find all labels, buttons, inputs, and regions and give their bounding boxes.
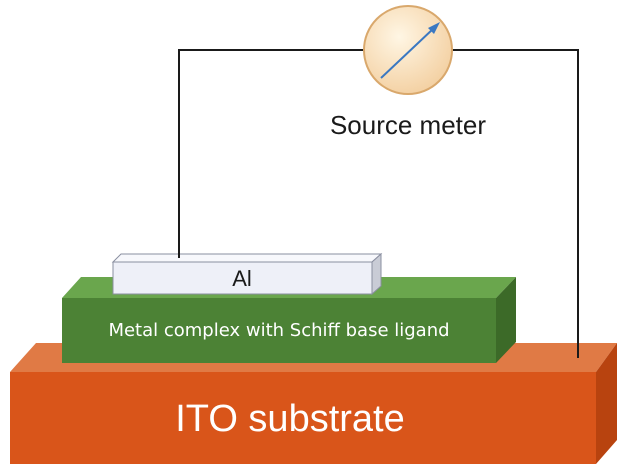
source-meter-needle-arrow-icon — [428, 22, 440, 34]
al-electrode-label: Al — [232, 266, 252, 291]
source-meter-needle — [380, 27, 435, 79]
ito-substrate-front — [10, 372, 596, 464]
circuit-wires — [178, 49, 579, 358]
metal-complex-layer: Metal complex with Schiff base ligand — [62, 277, 516, 363]
al-electrode-front — [112, 261, 373, 295]
metal-complex-layer-side — [496, 277, 516, 363]
source-meter-dial — [363, 5, 453, 95]
wire-left — [178, 49, 364, 258]
al-electrode-top — [111, 253, 383, 263]
wire-right — [452, 49, 579, 358]
metal-complex-layer-front — [62, 298, 496, 363]
metal-complex-layer-label: Metal complex with Schiff base ligand — [108, 320, 449, 341]
ito-substrate-side — [596, 343, 617, 464]
ito-substrate-label: ITO substrate — [175, 398, 405, 440]
source-meter: Source meter — [330, 5, 486, 140]
source-meter-label: Source meter — [330, 110, 486, 140]
al-electrode: Al — [111, 252, 383, 296]
